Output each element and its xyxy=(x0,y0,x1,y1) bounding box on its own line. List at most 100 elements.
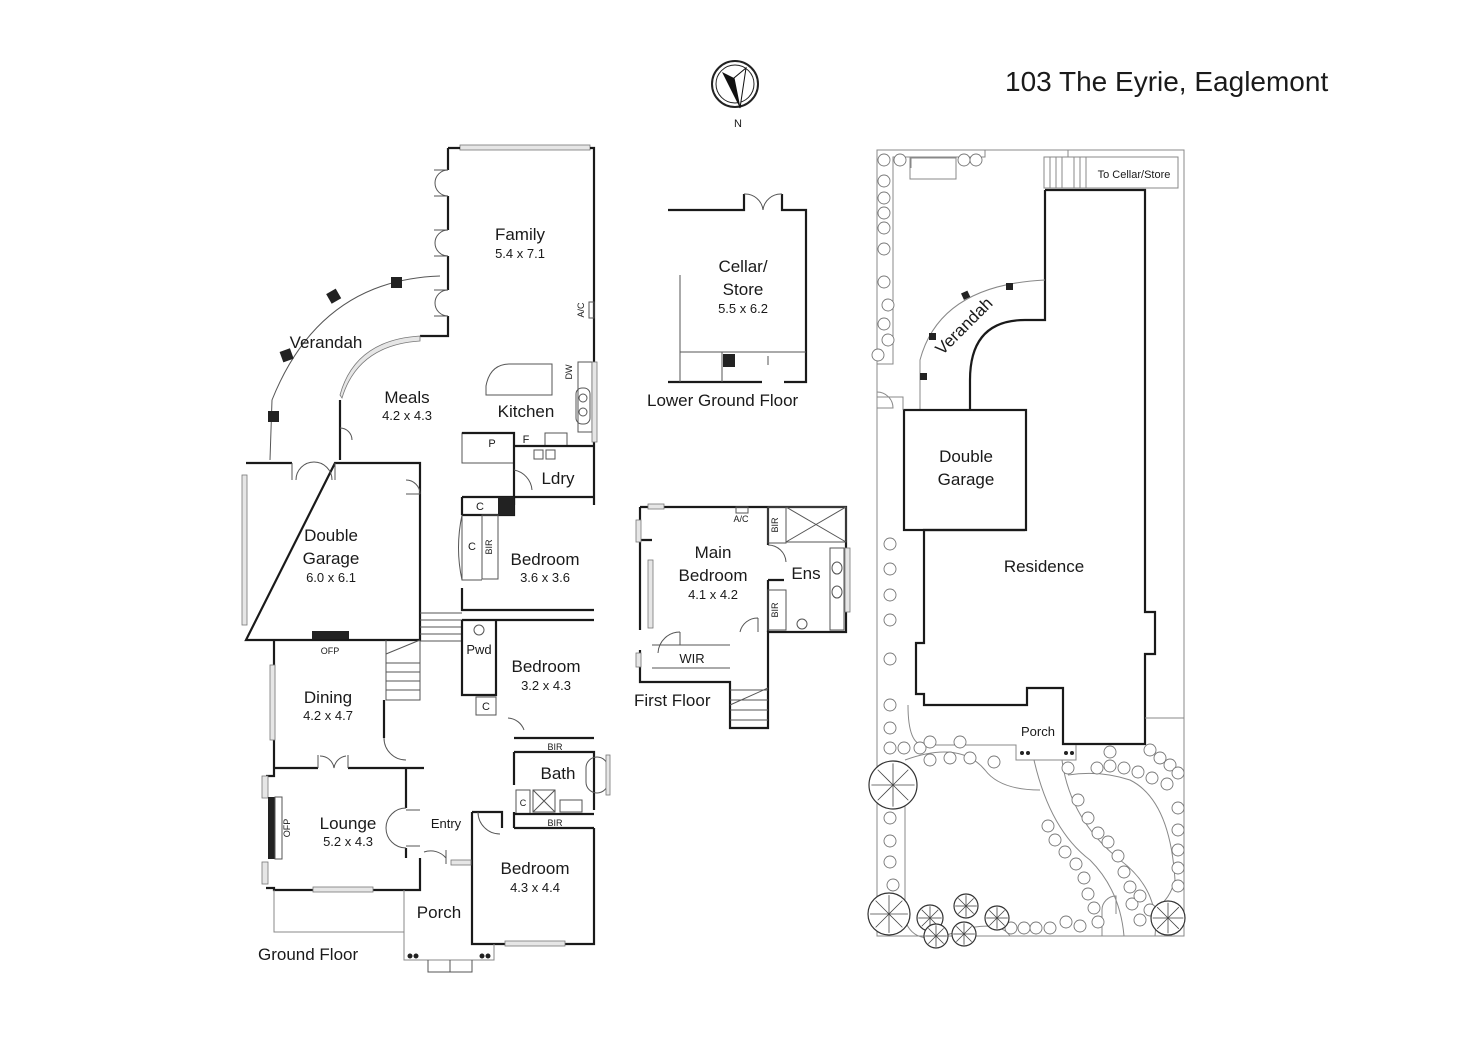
shrub-icon xyxy=(1117,865,1131,879)
bir-label: BIR xyxy=(484,539,494,555)
cupboard-label: C xyxy=(468,541,476,553)
shrub-icon xyxy=(883,698,897,712)
tree-icon xyxy=(953,893,979,919)
ofp-label: OFP xyxy=(321,646,340,656)
shrub-icon xyxy=(1087,901,1101,915)
shrub-icon xyxy=(1103,759,1117,773)
site-garage-line1: Double xyxy=(939,447,993,466)
room-meals: Meals xyxy=(384,388,429,407)
room-main-bedroom-line2: Bedroom xyxy=(679,566,748,585)
shrub-icon xyxy=(871,348,885,362)
tree-icon xyxy=(1150,900,1186,936)
room-cellar-dims: 5.5 x 6.2 xyxy=(718,301,768,316)
shrub-icon xyxy=(883,721,897,735)
shrub-icon xyxy=(883,562,897,576)
lower-ground-floor-plan xyxy=(668,193,808,384)
cupboard-label: C xyxy=(520,798,527,808)
room-verandah: Verandah xyxy=(290,333,363,352)
shrub-icon xyxy=(881,333,895,347)
shrub-icon xyxy=(1160,777,1174,791)
bir-label: BIR xyxy=(547,818,563,828)
shrub-icon xyxy=(923,753,937,767)
ofp-label: OFP xyxy=(282,819,292,838)
room-bath: Bath xyxy=(541,764,576,783)
shrub-icon xyxy=(1145,771,1159,785)
shrub-icon xyxy=(877,221,891,235)
room-bedroom-1: Bedroom xyxy=(511,550,580,569)
shrub-icon xyxy=(883,741,897,755)
room-kitchen: Kitchen xyxy=(498,402,555,421)
shrub-icon xyxy=(1163,758,1177,772)
dishwasher-label: DW xyxy=(564,364,574,379)
room-cellar-line1: Cellar/ xyxy=(718,257,767,276)
room-garage-line2: Garage xyxy=(303,549,360,568)
shrub-icon xyxy=(1133,913,1147,927)
shrub-icon xyxy=(877,317,891,331)
pwd-label: Pwd xyxy=(466,642,491,657)
shrub-icon xyxy=(1125,897,1139,911)
room-bedroom-2: Bedroom xyxy=(512,657,581,676)
room-garage-dims: 6.0 x 6.1 xyxy=(306,570,356,585)
tree-icon xyxy=(984,905,1010,931)
room-bedroom-3: Bedroom xyxy=(501,859,570,878)
shrub-icon xyxy=(1171,766,1185,780)
shrub-icon xyxy=(881,298,895,312)
shrub-icon xyxy=(1048,833,1062,847)
room-main-bedroom-dims: 4.1 x 4.2 xyxy=(688,587,738,602)
room-laundry: Ldry xyxy=(541,469,575,488)
shrub-icon xyxy=(953,735,967,749)
room-dining: Dining xyxy=(304,688,352,707)
site-porch-label: Porch xyxy=(1021,724,1055,739)
room-meals-dims: 4.2 x 4.3 xyxy=(382,408,432,423)
cupboard-label: C xyxy=(476,501,484,513)
shrub-icon xyxy=(1061,761,1075,775)
shrub-icon xyxy=(1171,843,1185,857)
shrub-icon xyxy=(877,174,891,188)
room-family: Family xyxy=(495,225,546,244)
room-porch: Porch xyxy=(417,903,461,922)
shrub-icon xyxy=(1123,880,1137,894)
tree-icon xyxy=(867,892,911,936)
ac-label: A/C xyxy=(733,514,749,524)
site-plan xyxy=(876,149,1185,939)
shrub-icon xyxy=(1090,761,1104,775)
shrub-icon xyxy=(987,755,1001,769)
shrub-icon xyxy=(1091,915,1105,929)
ac-label: A/C xyxy=(576,302,586,318)
shrub-icon xyxy=(1131,765,1145,779)
shrub-icon xyxy=(877,242,891,256)
room-garage-line1: Double xyxy=(304,526,358,545)
room-family-dims: 5.4 x 7.1 xyxy=(495,246,545,261)
shrub-icon xyxy=(893,153,907,167)
shrub-icon xyxy=(1041,819,1055,833)
shrub-icon xyxy=(877,206,891,220)
shrub-icon xyxy=(883,537,897,551)
room-bedroom-3-dims: 4.3 x 4.4 xyxy=(510,880,560,895)
landscape-trees xyxy=(867,153,1186,949)
shrub-icon xyxy=(913,741,927,755)
property-title: 103 The Eyrie, Eaglemont xyxy=(1005,66,1328,97)
shrub-icon xyxy=(963,751,977,765)
shrub-icon xyxy=(1004,921,1018,935)
tree-icon xyxy=(868,760,918,810)
bir-label: BIR xyxy=(770,602,780,618)
room-lounge-dims: 5.2 x 4.3 xyxy=(323,834,373,849)
shrub-icon xyxy=(1171,861,1185,875)
shrub-icon xyxy=(1058,845,1072,859)
ground-floor-plan: DW A/C P F OFP C BIR C Pwd xyxy=(241,144,611,973)
shrub-icon xyxy=(883,834,897,848)
north-arrow-icon xyxy=(711,60,759,109)
shrub-icon xyxy=(1133,889,1147,903)
shrub-icon xyxy=(883,652,897,666)
shrub-icon xyxy=(1077,871,1091,885)
shrub-icon xyxy=(897,741,911,755)
shrub-icon xyxy=(1071,793,1085,807)
ground-floor-label: Ground Floor xyxy=(258,945,358,964)
shrub-icon xyxy=(1171,801,1185,815)
shrub-icon xyxy=(877,191,891,205)
bir-label: BIR xyxy=(547,742,563,752)
room-bedroom-1-dims: 3.6 x 3.6 xyxy=(520,570,570,585)
first-floor-plan: A/C BIR BIR xyxy=(635,503,851,730)
room-entry: Entry xyxy=(431,816,462,831)
